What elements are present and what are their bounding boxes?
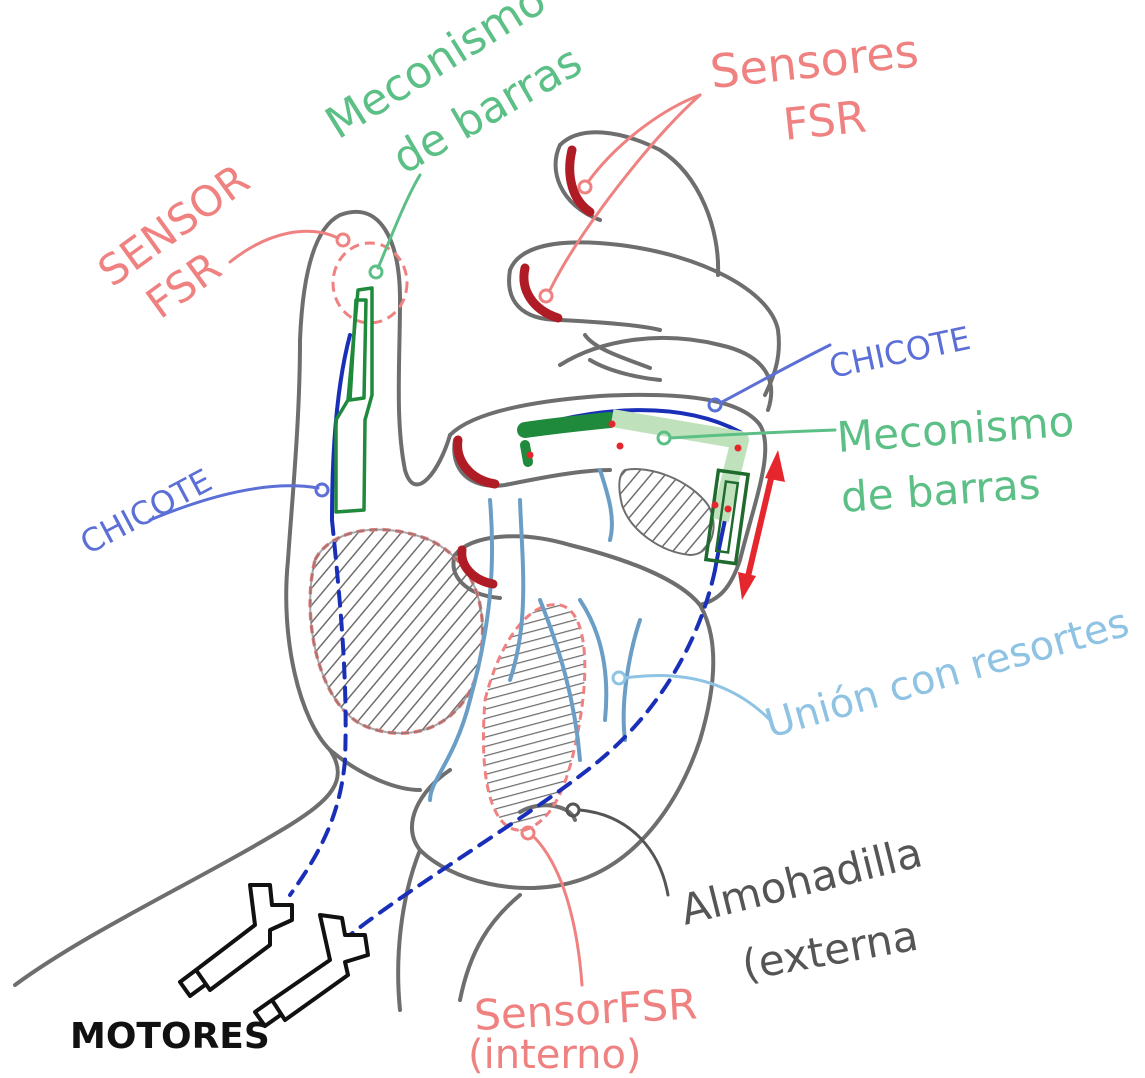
label-union-resortes: Unión con resortes bbox=[760, 600, 1134, 748]
label-mecanismo-right-line2: de barras bbox=[839, 459, 1042, 522]
label-sensor-interno-line2: (interno) bbox=[468, 1032, 642, 1078]
thenar-pad bbox=[310, 530, 482, 734]
fingertip-sensors bbox=[458, 150, 590, 584]
label-chicote-left: CHICOTE bbox=[74, 461, 218, 562]
label-chicote-right: CHICOTE bbox=[826, 319, 974, 386]
hypothenar-pad bbox=[483, 605, 584, 831]
label-sensores-fsr-line2: FSR bbox=[781, 92, 869, 151]
label-mecanismo-right-line1: Meconismo bbox=[835, 397, 1075, 462]
finger-pad bbox=[619, 469, 713, 555]
label-almohadilla-line2: (externa bbox=[738, 911, 921, 990]
label-sensor-interno-line1: SensorFSR bbox=[473, 979, 698, 1040]
motor-1 bbox=[180, 885, 292, 996]
thumb-sensor-outline bbox=[333, 243, 407, 323]
sensor-index-finger bbox=[458, 440, 495, 484]
labels: Sensores FSR Meconismo de barras SENSOR … bbox=[70, 0, 1134, 1078]
label-sensores-fsr-line1: Sensores bbox=[708, 23, 921, 99]
label-motores: MOTORES bbox=[70, 1016, 270, 1057]
thumb-bar-mechanism bbox=[336, 288, 372, 512]
